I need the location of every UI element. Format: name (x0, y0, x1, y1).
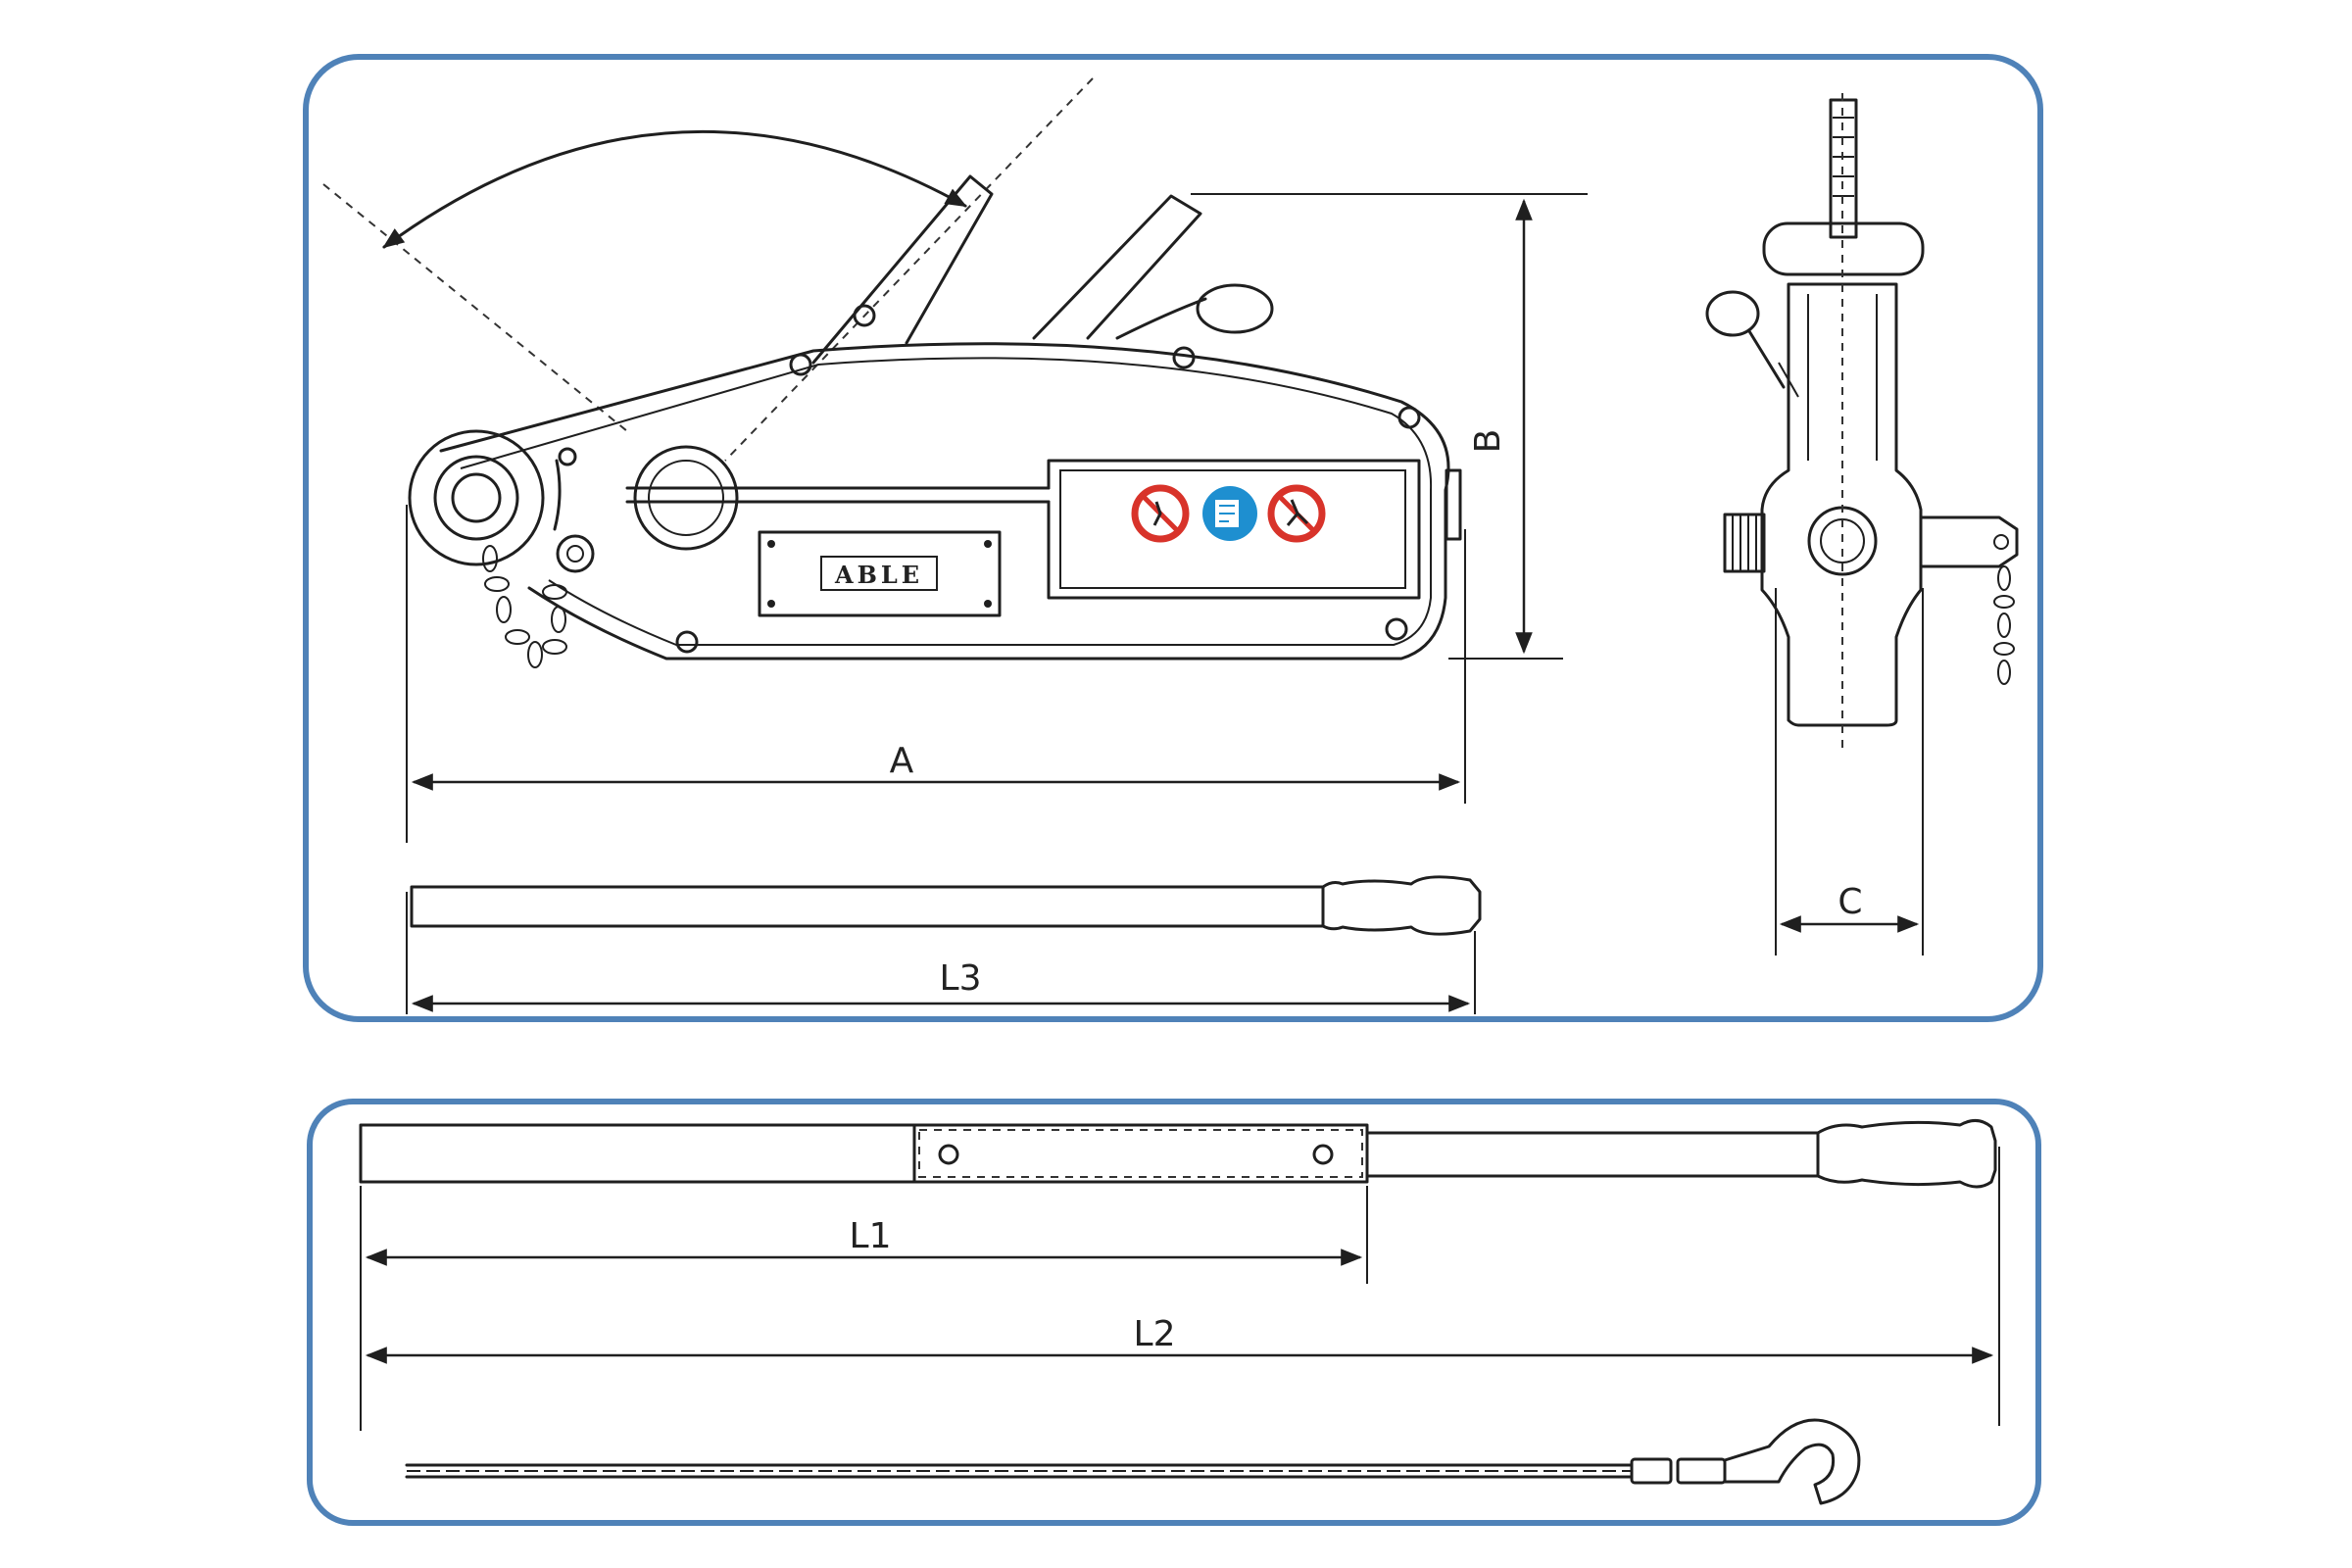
dimension-l1-label: L1 (850, 1216, 892, 1256)
dimension-l1 (360, 1186, 1368, 1431)
safety-chain (482, 459, 567, 668)
dimension-c (1775, 588, 1924, 956)
winch-front-view (1705, 93, 2019, 755)
dimension-l2-label: L2 (1134, 1314, 1176, 1354)
brand-label: ABLE (834, 561, 923, 589)
dimension-c-label: C (1838, 882, 1862, 922)
bottom-panel (307, 1099, 2041, 1526)
winch-side-view: ABLE (408, 174, 1462, 668)
dimension-l3 (406, 892, 1476, 1014)
dimension-b-label: B (1468, 429, 1508, 454)
dimension-b (1191, 193, 1588, 660)
dimension-a-label: A (890, 741, 914, 781)
top-panel (303, 54, 2043, 1022)
dimension-l3-label: L3 (940, 958, 982, 999)
handle-collapsed (410, 875, 1482, 936)
wire-rope-with-hook (405, 1418, 1861, 1505)
dimension-l2 (365, 1147, 2000, 1426)
safety-signs (1131, 484, 1326, 543)
handle-extended (359, 1119, 1997, 1189)
dimension-a (406, 505, 1466, 843)
lever-swing-indicator (322, 77, 1094, 462)
